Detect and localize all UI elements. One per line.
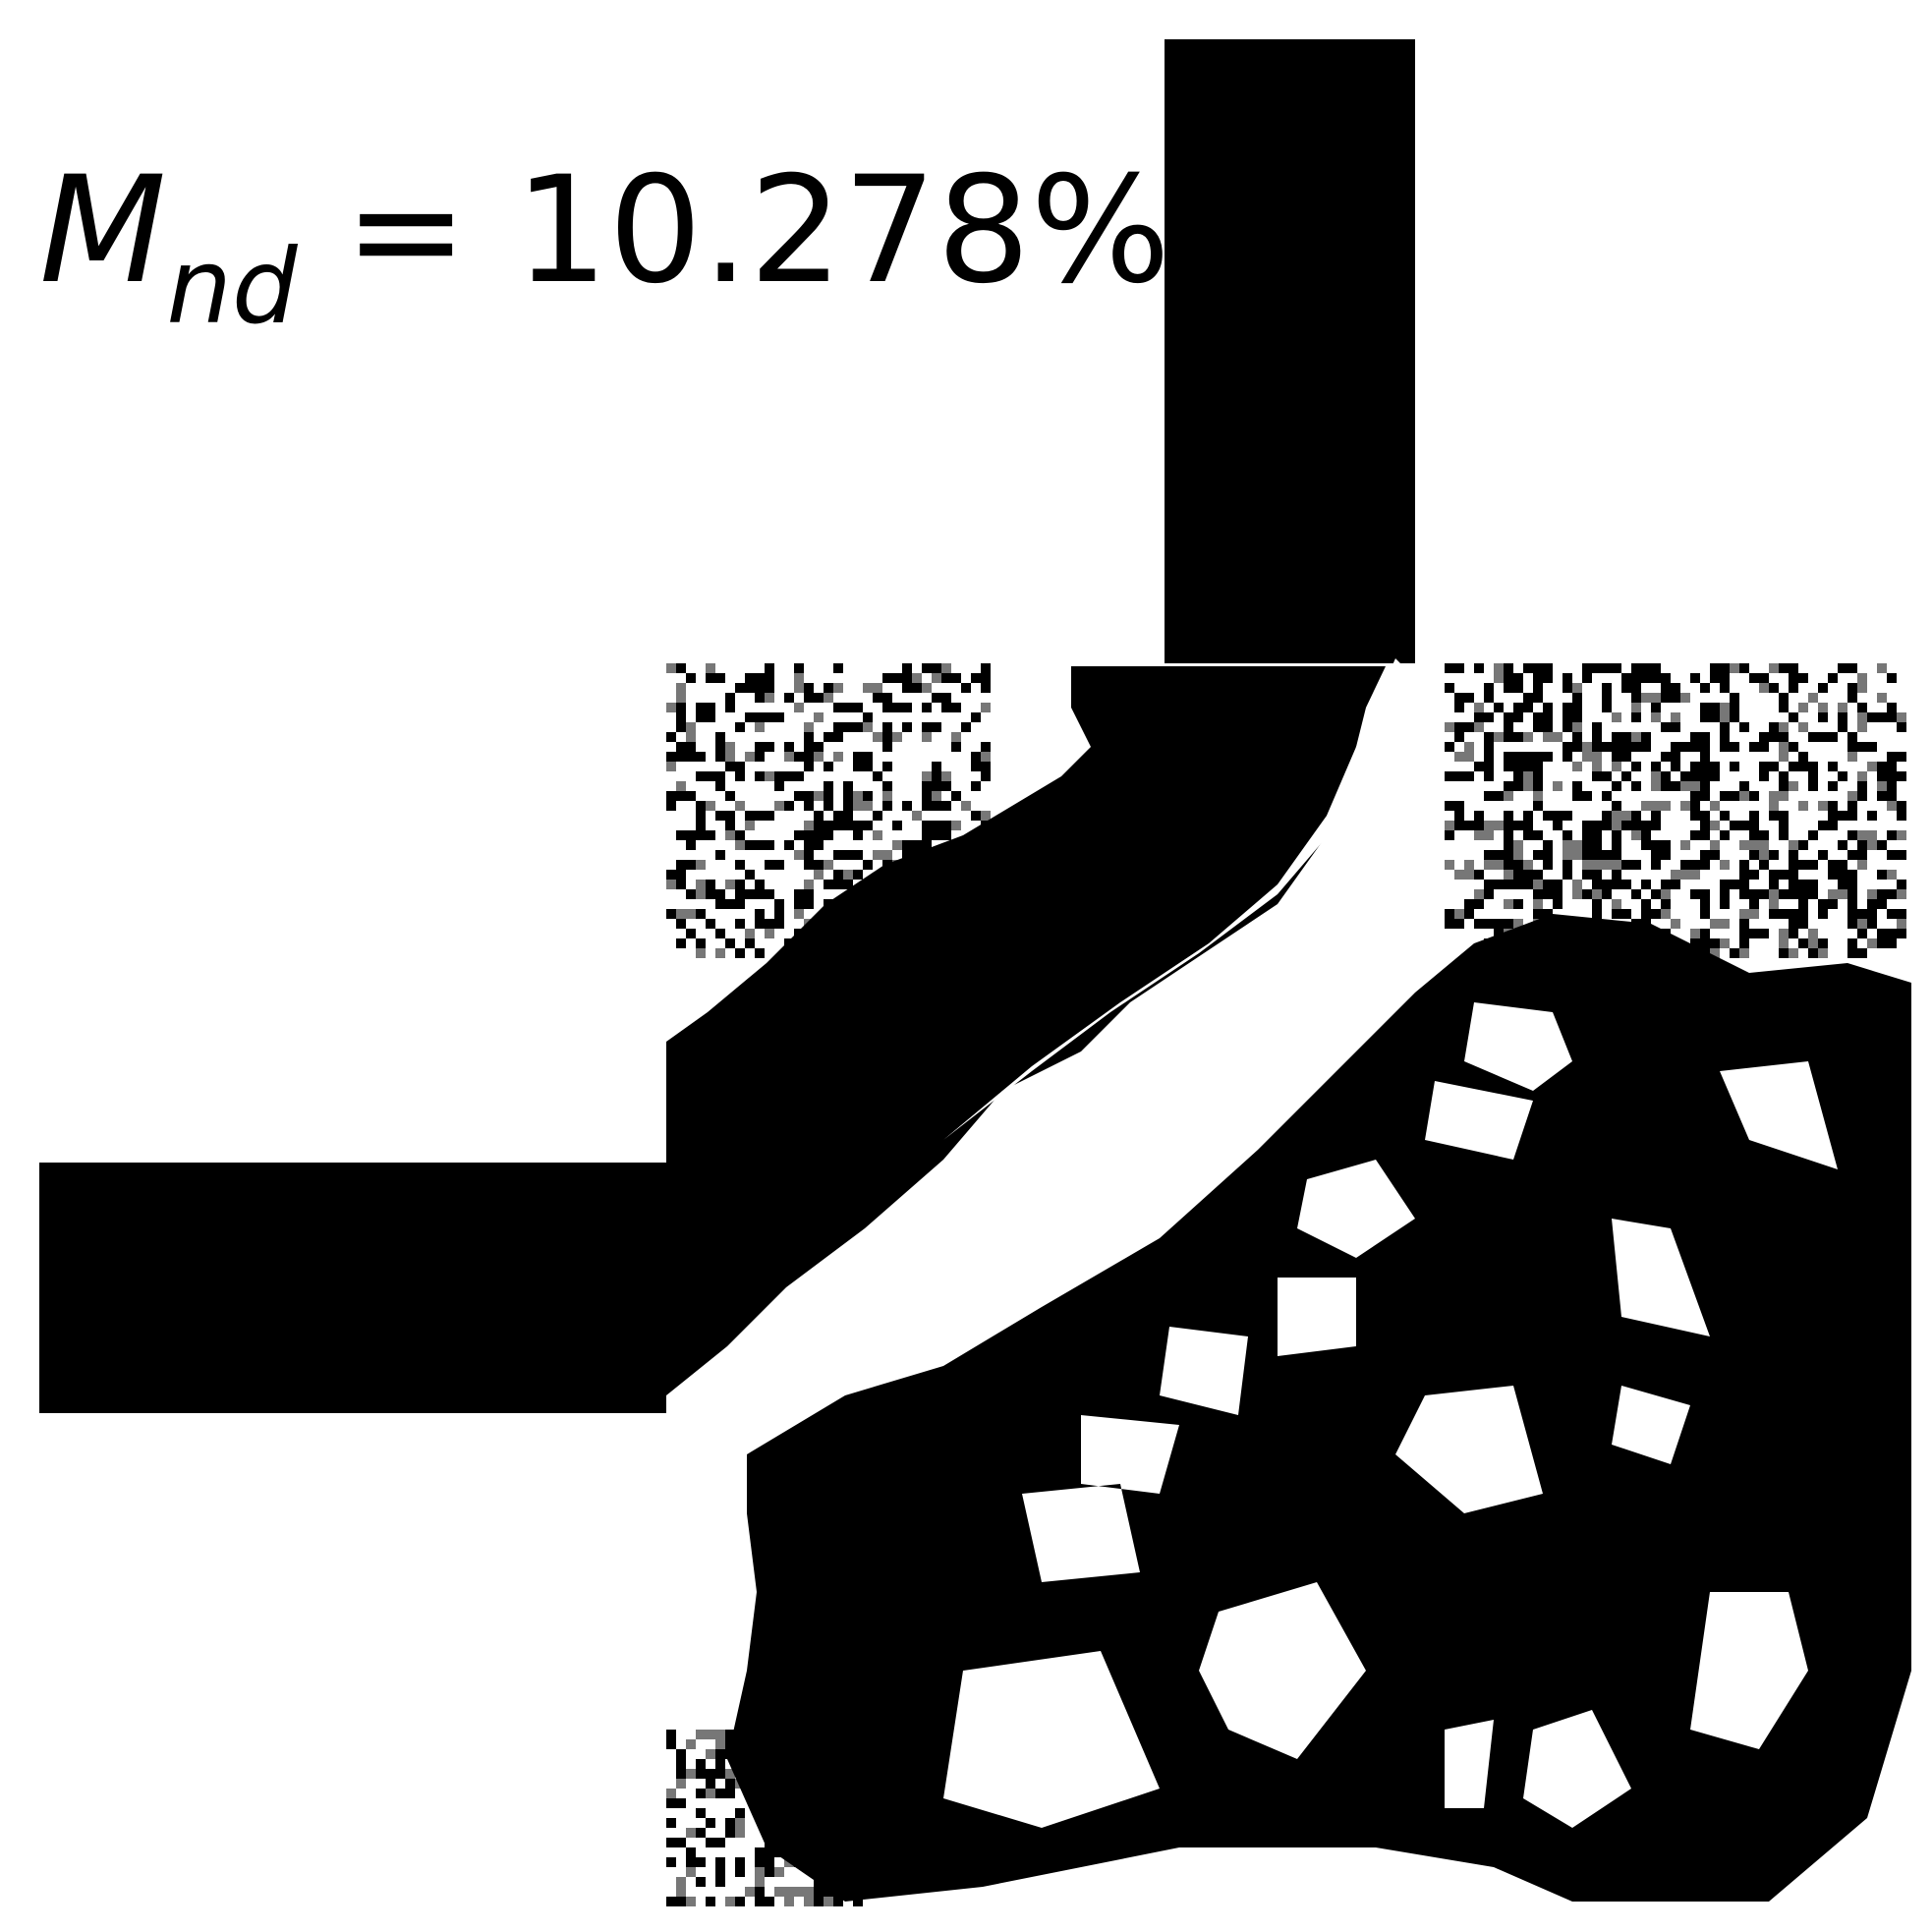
left-horizontal-bar <box>39 1163 666 1413</box>
metric-label: Mnd = 10.278% <box>39 157 1170 339</box>
metric-subscript: nd <box>166 227 298 347</box>
metric-symbol: M <box>39 145 167 316</box>
upper-diagonal-band <box>666 666 1386 1395</box>
equals-sign: = <box>297 145 515 316</box>
lower-ring-structure <box>727 914 1911 1902</box>
top-vertical-bar <box>1165 39 1415 663</box>
noisy-material-region-right <box>1445 663 1906 958</box>
metric-value: 10.278% <box>514 145 1171 316</box>
